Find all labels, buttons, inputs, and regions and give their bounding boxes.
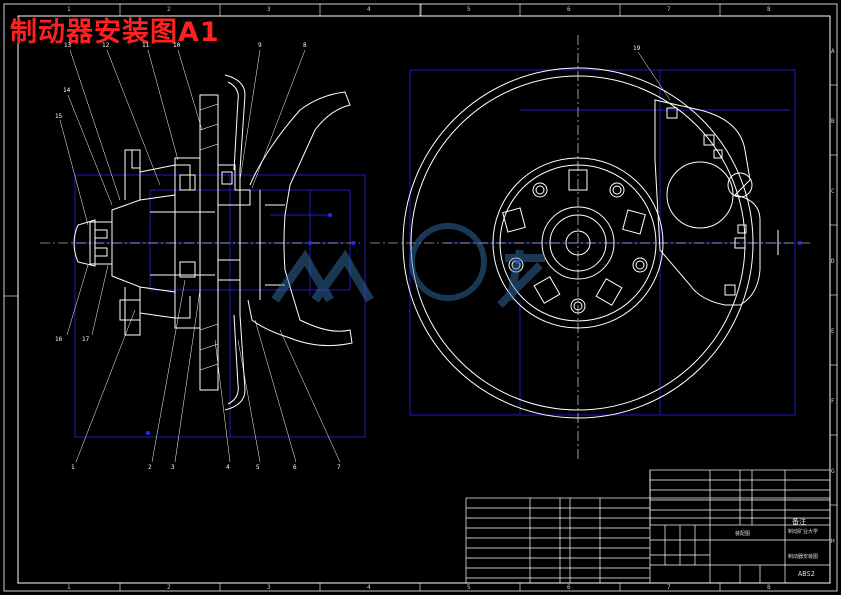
reference-dots [146,213,802,435]
construction-lines [74,69,796,438]
leader-label-15: 15 [55,113,63,120]
zone-ticks [4,4,837,591]
title-block-university: 制动矿业大学 [788,529,819,535]
section-view [59,49,353,463]
zone-row-c: C [831,188,835,195]
leader-label-12: 12 [102,42,110,49]
zone-col-4-bottom: 4 [367,584,371,591]
leader-label-3: 3 [171,464,175,471]
title-block-drawing-no: ABS2 [798,570,815,578]
inner-frame [17,15,831,584]
leader-label-8: 8 [303,42,307,49]
title-block-drawing-name: 制动器安装图 [788,554,819,560]
leader-label-7: 7 [337,464,341,471]
zone-col-6-bottom: 6 [567,584,571,591]
zone-row-a: A [831,48,835,55]
leader-label-17: 17 [82,336,90,343]
zone-col-3-bottom: 3 [267,584,271,591]
drawing-title: 制动器安装图A1 [10,17,220,48]
zone-col-6: 6 [567,6,571,13]
zone-row-f: F [831,398,835,405]
leader-label-10: 10 [173,42,181,49]
zone-row-b: B [831,118,835,125]
leader-label-1: 1 [71,464,75,471]
zone-col-1-bottom: 1 [67,584,71,591]
zone-col-2: 2 [167,6,171,13]
zone-col-8-bottom: 8 [767,584,771,591]
centerlines [40,35,810,460]
zone-col-3: 3 [267,6,271,13]
leader-label-11: 11 [142,42,150,49]
leader-label-2: 2 [148,464,152,471]
zone-row-e: E [831,328,835,335]
zone-col-5-bottom: 5 [467,584,471,591]
zone-col-2-bottom: 2 [167,584,171,591]
leader-label-6: 6 [293,464,297,471]
title-block-assembly: 装配图 [735,531,751,537]
leader-label-4: 4 [226,464,230,471]
zone-col-1: 1 [67,6,71,13]
leader-label-13: 13 [64,42,72,49]
title-block-remark: 备注 [792,518,806,526]
front-view [402,51,779,419]
zone-col-7: 7 [667,6,671,13]
leader-label-19: 19 [633,45,641,52]
leader-label-14: 14 [63,87,71,94]
zone-col-4: 4 [367,6,371,13]
zone-col-5: 5 [467,6,471,13]
watermark [271,223,545,308]
leader-label-9: 9 [258,42,262,49]
zone-col-8: 8 [767,6,771,13]
zone-row-h: H [831,538,835,545]
leader-label-16: 16 [55,336,63,343]
zone-row-d: D [831,258,835,265]
zone-row-g: G [831,468,835,475]
outer-frame [3,3,838,592]
leader-label-5: 5 [256,464,260,471]
zone-col-7-bottom: 7 [667,584,671,591]
title-block [465,469,831,584]
